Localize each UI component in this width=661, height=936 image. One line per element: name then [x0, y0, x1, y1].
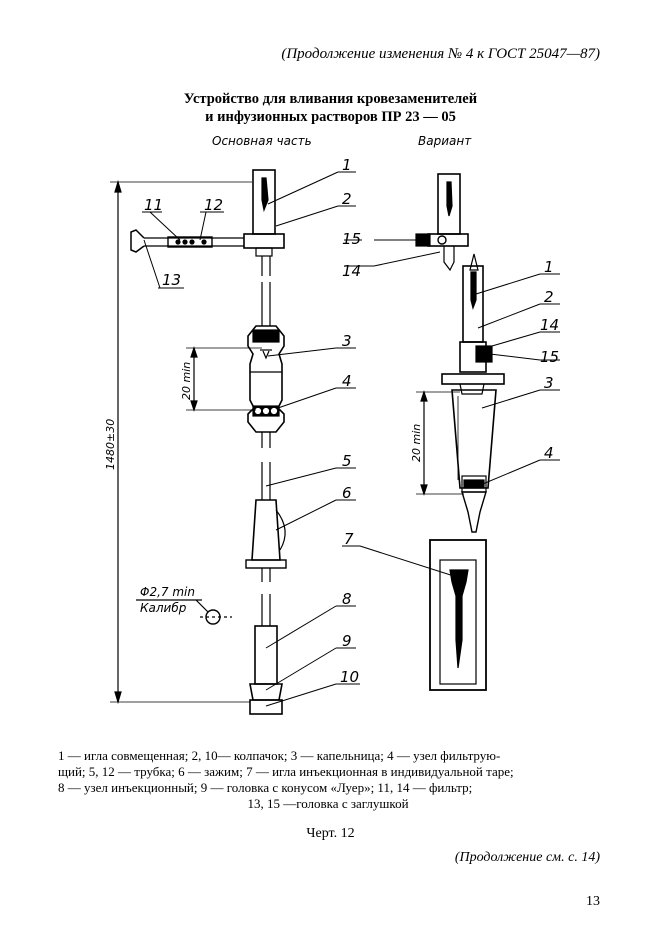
legend-line-4: 13, 15 —головка с заглушкой: [247, 796, 409, 811]
callout-11: 11: [144, 196, 163, 214]
dimension-drip-left: [186, 346, 262, 412]
dimension-total-length: [110, 179, 252, 705]
dimension-total-label: 1480±30: [104, 419, 117, 470]
dimension-drip-left-label: 20 min: [180, 362, 193, 400]
main-device-drawing: [130, 169, 287, 715]
callout-7: 7: [344, 530, 354, 548]
callout-4-left: 4: [342, 372, 352, 390]
callout-10: 10: [340, 668, 359, 686]
callout-13: 13: [162, 271, 181, 289]
callout-8: 8: [342, 590, 352, 608]
caliber-size-label: Φ2,7 min: [140, 585, 195, 599]
callout-1-right: 1: [544, 258, 554, 276]
callout-9: 9: [342, 632, 352, 650]
callout-14-right: 14: [540, 316, 559, 334]
callout-2-left: 2: [342, 190, 352, 208]
dimension-drip-right-label: 20 min: [410, 424, 423, 462]
legend-line-2: щий; 5, 12 — трубка; 6 — зажим; 7 — игла…: [58, 764, 514, 779]
callout-12: 12: [204, 196, 223, 214]
callout-14-top: 14: [342, 262, 361, 280]
page-number: 13: [586, 894, 600, 909]
callout-1-left: 1: [342, 156, 352, 174]
callout-5: 5: [342, 452, 352, 470]
callout-15-top: 15: [342, 230, 361, 248]
callout-6: 6: [342, 484, 352, 502]
callout-2-right: 2: [544, 288, 554, 306]
callout-3-left: 3: [342, 332, 352, 350]
title-line-1: Устройство для вливания кровезаменителей: [183, 91, 478, 107]
caliber-label: Калибр: [140, 601, 187, 615]
continuation-footer: (Продолжение см. с. 14): [454, 850, 600, 865]
callout-4-right: 4: [544, 444, 554, 462]
variant-device-drawing: [415, 173, 505, 691]
legend-line-3: 8 — узел инъекционный; 9 — головка с кон…: [58, 780, 473, 795]
callout-3-right: 3: [544, 374, 554, 392]
leaders-left: [142, 171, 360, 707]
subheading-main-part: Основная часть: [212, 134, 312, 148]
continuation-header: (Продолжение изменения № 4 к ГОСТ 25047—…: [281, 46, 600, 62]
subheading-variant: Вариант: [418, 134, 472, 148]
figure-legend: 1 — игла совмещенная; 2, 10— колпачок; 3…: [58, 748, 598, 812]
figure-title: Устройство для вливания кровезаменителей…: [0, 90, 661, 126]
legend-line-1: 1 — игла совмещенная; 2, 10— колпачок; 3…: [58, 748, 501, 763]
leaders-right: [342, 239, 560, 579]
figure-label: Черт. 12: [306, 826, 355, 841]
title-line-2: и инфузионных растворов ПР 23 — 05: [205, 109, 456, 125]
callout-15-right: 15: [540, 348, 559, 366]
